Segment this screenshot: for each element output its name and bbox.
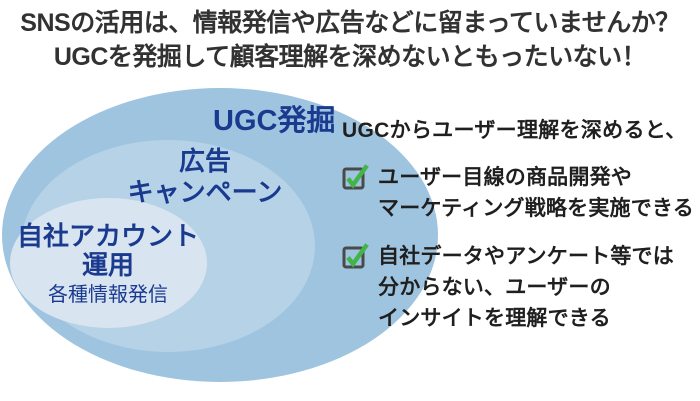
benefit-item-2-line-3: インサイトを理解できる: [378, 307, 611, 330]
venn-label-ad-line-1: 広告: [178, 146, 231, 176]
headline-line-1: SNSの活用は、情報発信や広告などに留まっていませんか？: [20, 9, 680, 37]
headline: SNSの活用は、情報発信や広告などに留まっていませんか？ UGCを発掘して顧客理…: [0, 6, 700, 74]
benefit-item-1-text: ユーザー目線の商品開発や マーケティング戦略を実施できる: [378, 162, 694, 224]
benefit-item-2-line-2: 分からない、ユーザーの: [378, 276, 611, 299]
venn-label-ad-line-2: キャンペーン: [127, 177, 283, 207]
right-panel-heading: UGCからユーザー理解を深めると、: [342, 119, 687, 142]
venn-label-own-account: 自社アカウント 運用: [8, 222, 208, 280]
venn-ellipse-own-account: [10, 198, 207, 328]
checkbox-check-icon: [342, 243, 369, 269]
benefit-item-1: ユーザー目線の商品開発や マーケティング戦略を実施できる: [341, 162, 694, 224]
benefit-item-2-line-1: 自社データやアンケート等では: [378, 245, 674, 268]
benefit-item-1-line-1: ユーザー目線の商品開発や: [378, 166, 632, 189]
venn-sublabel-own-account: 各種情報発信: [48, 284, 168, 306]
benefit-item-1-line-2: マーケティング戦略を実施できる: [378, 197, 694, 220]
venn-label-ad-campaign: 広告 キャンペーン: [60, 146, 350, 208]
venn-label-ugc: UGC発掘: [213, 105, 336, 137]
venn-label-own-line-2: 運用: [81, 250, 134, 280]
benefit-item-2: 自社データやアンケート等では 分からない、ユーザーの インサイトを理解できる: [341, 241, 674, 334]
benefit-item-2-text: 自社データやアンケート等では 分からない、ユーザーの インサイトを理解できる: [378, 241, 674, 334]
headline-line-2: UGCを発掘して顧客理解を深めないともったいない！: [53, 43, 647, 71]
venn-label-own-line-1: 自社アカウント: [16, 221, 199, 251]
checkbox-check-icon: [342, 164, 369, 190]
